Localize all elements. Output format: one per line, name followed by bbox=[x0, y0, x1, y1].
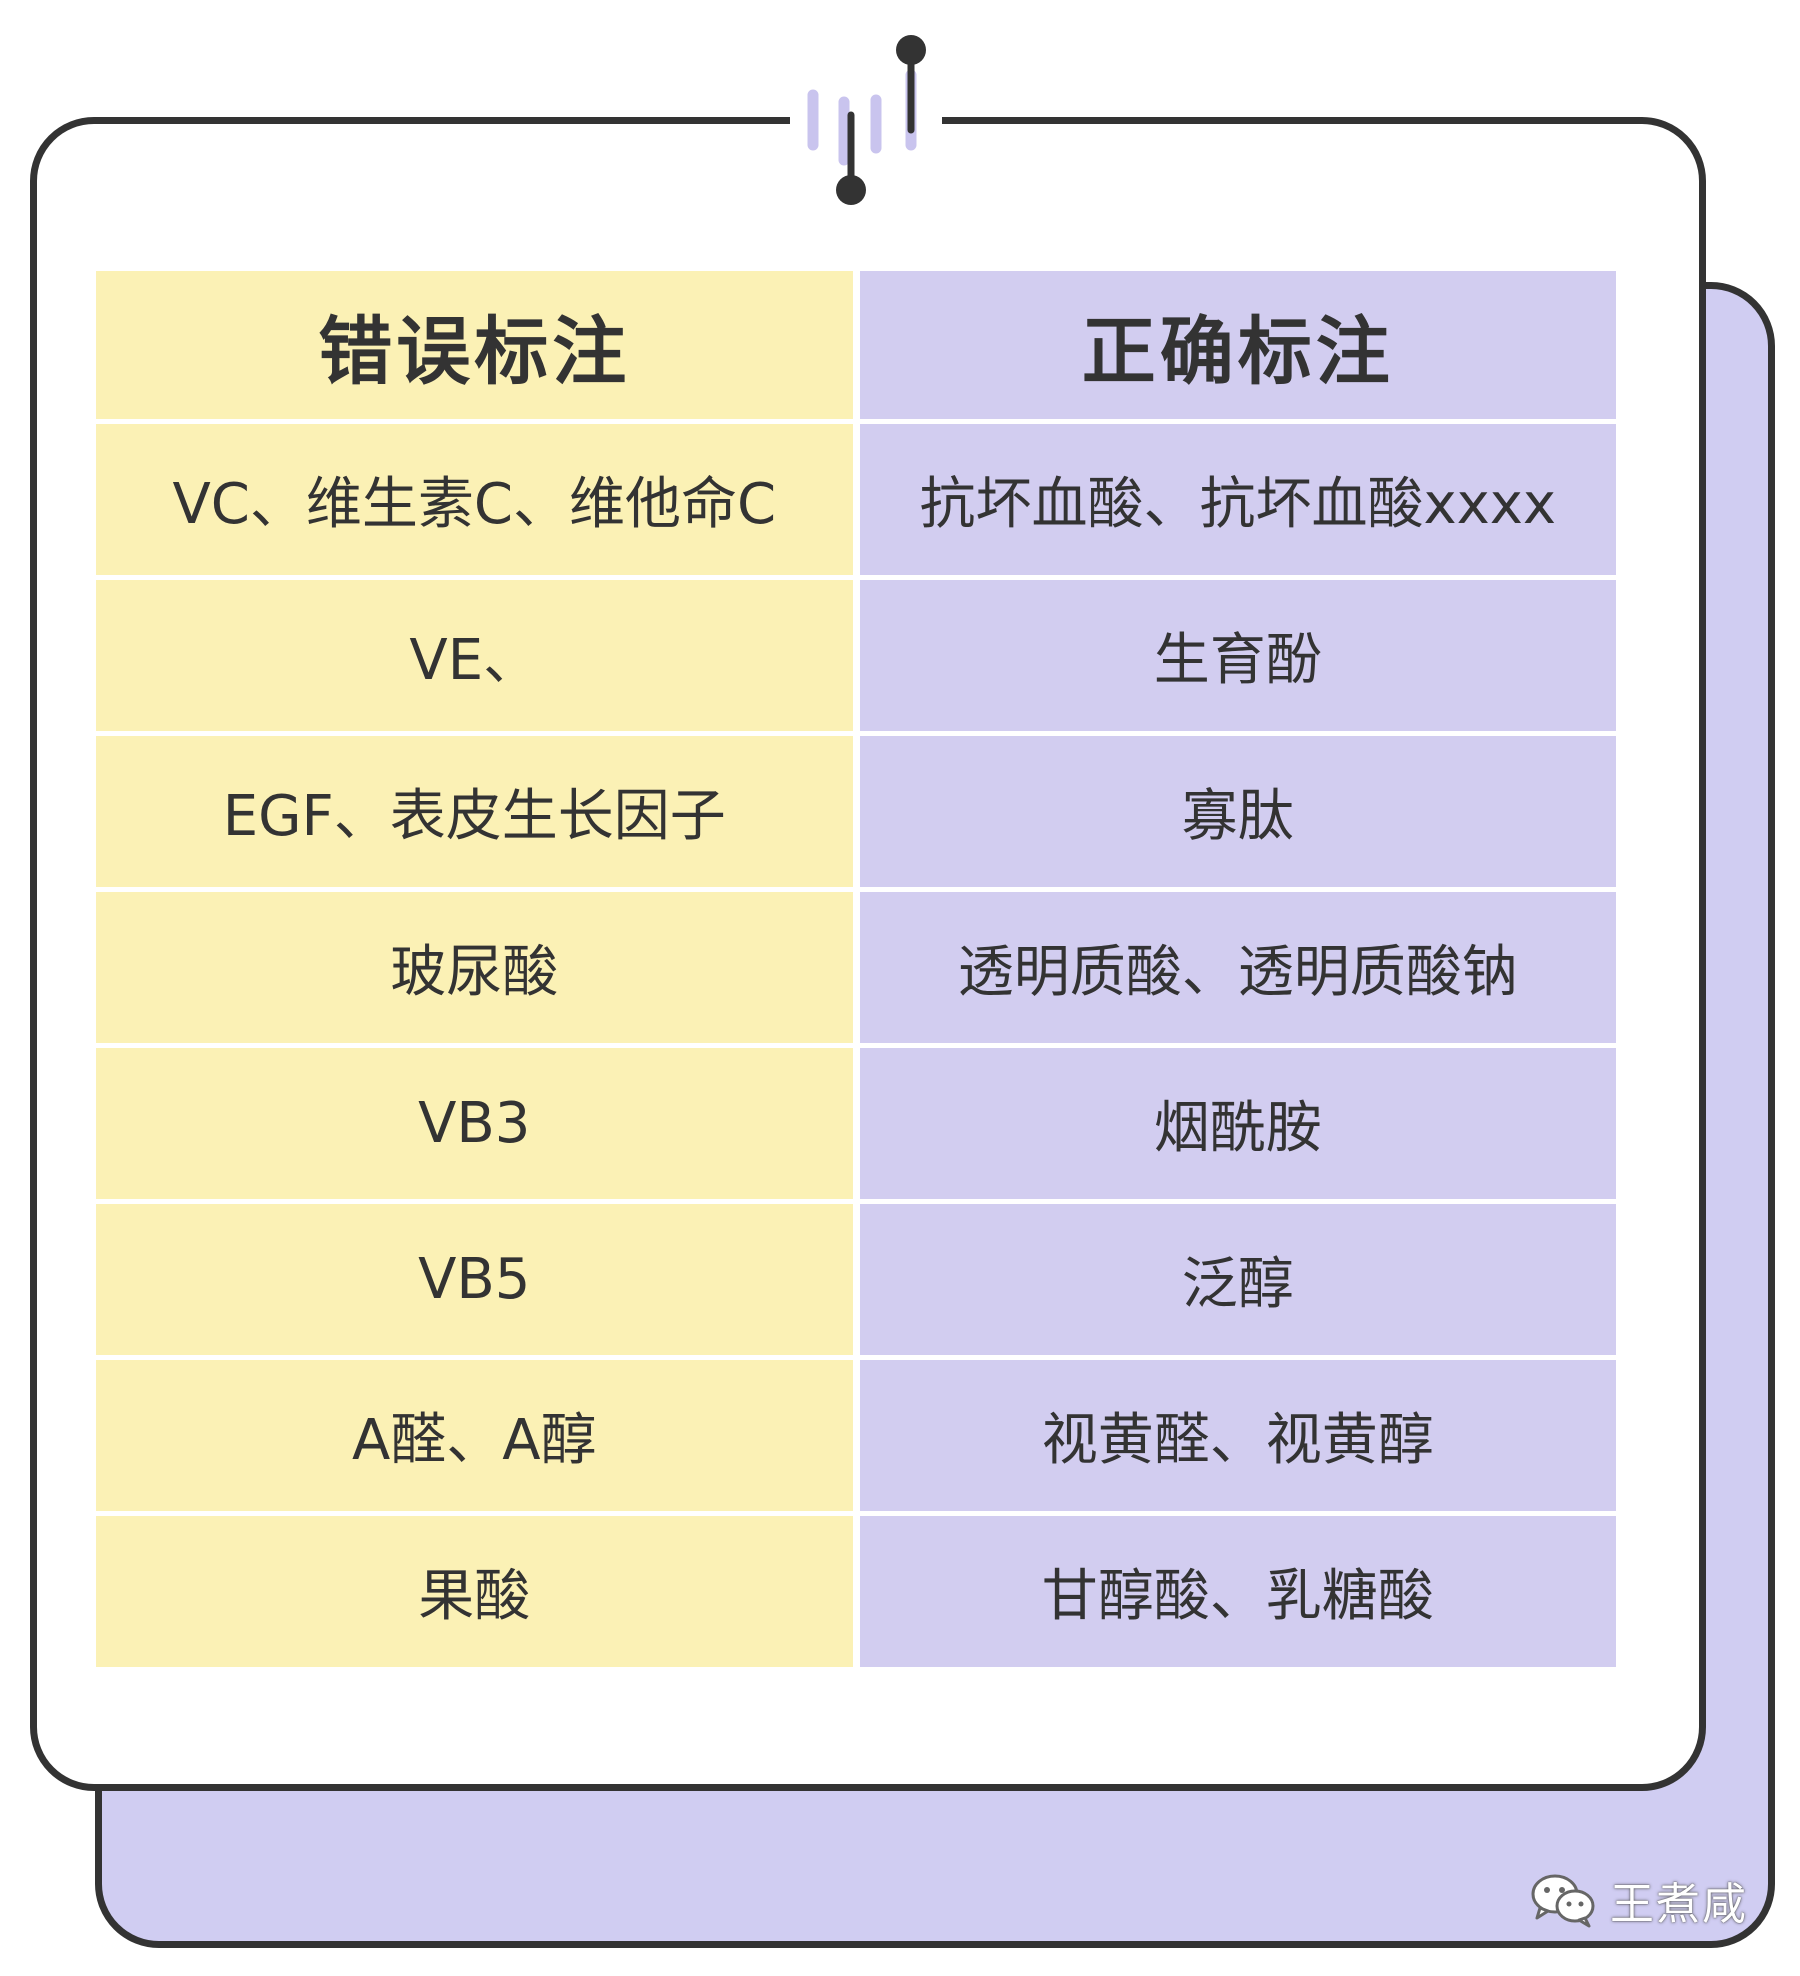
wechat-icon bbox=[1531, 1874, 1595, 1928]
correct-label-cell: 抗坏血酸、抗坏血酸xxxx bbox=[859, 424, 1616, 575]
correct-label-cell: 透明质酸、透明质酸钠 bbox=[859, 892, 1616, 1043]
table-row: EGF、表皮生长因子 寡肽 bbox=[96, 736, 1616, 887]
correct-label-cell: 生育酚 bbox=[859, 580, 1616, 731]
header-row: 错误标注 正确标注 bbox=[96, 271, 1616, 419]
wrong-label-cell: VE、 bbox=[96, 580, 853, 731]
header-correct-label: 正确标注 bbox=[859, 271, 1616, 419]
table-row: A醛、A醇 视黄醛、视黄醇 bbox=[96, 1360, 1616, 1511]
wrong-label-cell: EGF、表皮生长因子 bbox=[96, 736, 853, 887]
correct-label-cell: 泛醇 bbox=[859, 1204, 1616, 1355]
table-row: VE、 生育酚 bbox=[96, 580, 1616, 731]
wrong-label-cell: A醛、A醇 bbox=[96, 1360, 853, 1511]
wrong-label-cell: 果酸 bbox=[96, 1516, 853, 1667]
table-row: 果酸 甘醇酸、乳糖酸 bbox=[96, 1516, 1616, 1667]
watermark: 王煮咸 bbox=[1530, 1870, 1748, 1930]
table-row: VB3 烟酰胺 bbox=[96, 1048, 1616, 1199]
wrong-label-cell: VC、维生素C、维他命C bbox=[96, 424, 853, 575]
table-row: 玻尿酸 透明质酸、透明质酸钠 bbox=[96, 892, 1616, 1043]
comparison-table: 错误标注 正确标注 VC、维生素C、维他命C 抗坏血酸、抗坏血酸xxxx VE、… bbox=[89, 266, 1623, 1672]
correct-label-cell: 视黄醛、视黄醇 bbox=[859, 1360, 1616, 1511]
correct-label-cell: 甘醇酸、乳糖酸 bbox=[859, 1516, 1616, 1667]
correct-label-cell: 烟酰胺 bbox=[859, 1048, 1616, 1199]
hanger-decoration-icon bbox=[807, 35, 926, 205]
watermark-text: 王煮咸 bbox=[1610, 1879, 1748, 1930]
table-row: VC、维生素C、维他命C 抗坏血酸、抗坏血酸xxxx bbox=[96, 424, 1616, 575]
correct-label-cell: 寡肽 bbox=[859, 736, 1616, 887]
table-row: VB5 泛醇 bbox=[96, 1204, 1616, 1355]
wrong-label-cell: VB5 bbox=[96, 1204, 853, 1355]
wrong-label-cell: VB3 bbox=[96, 1048, 853, 1199]
wrong-label-cell: 玻尿酸 bbox=[96, 892, 853, 1043]
header-wrong-label: 错误标注 bbox=[96, 271, 853, 419]
